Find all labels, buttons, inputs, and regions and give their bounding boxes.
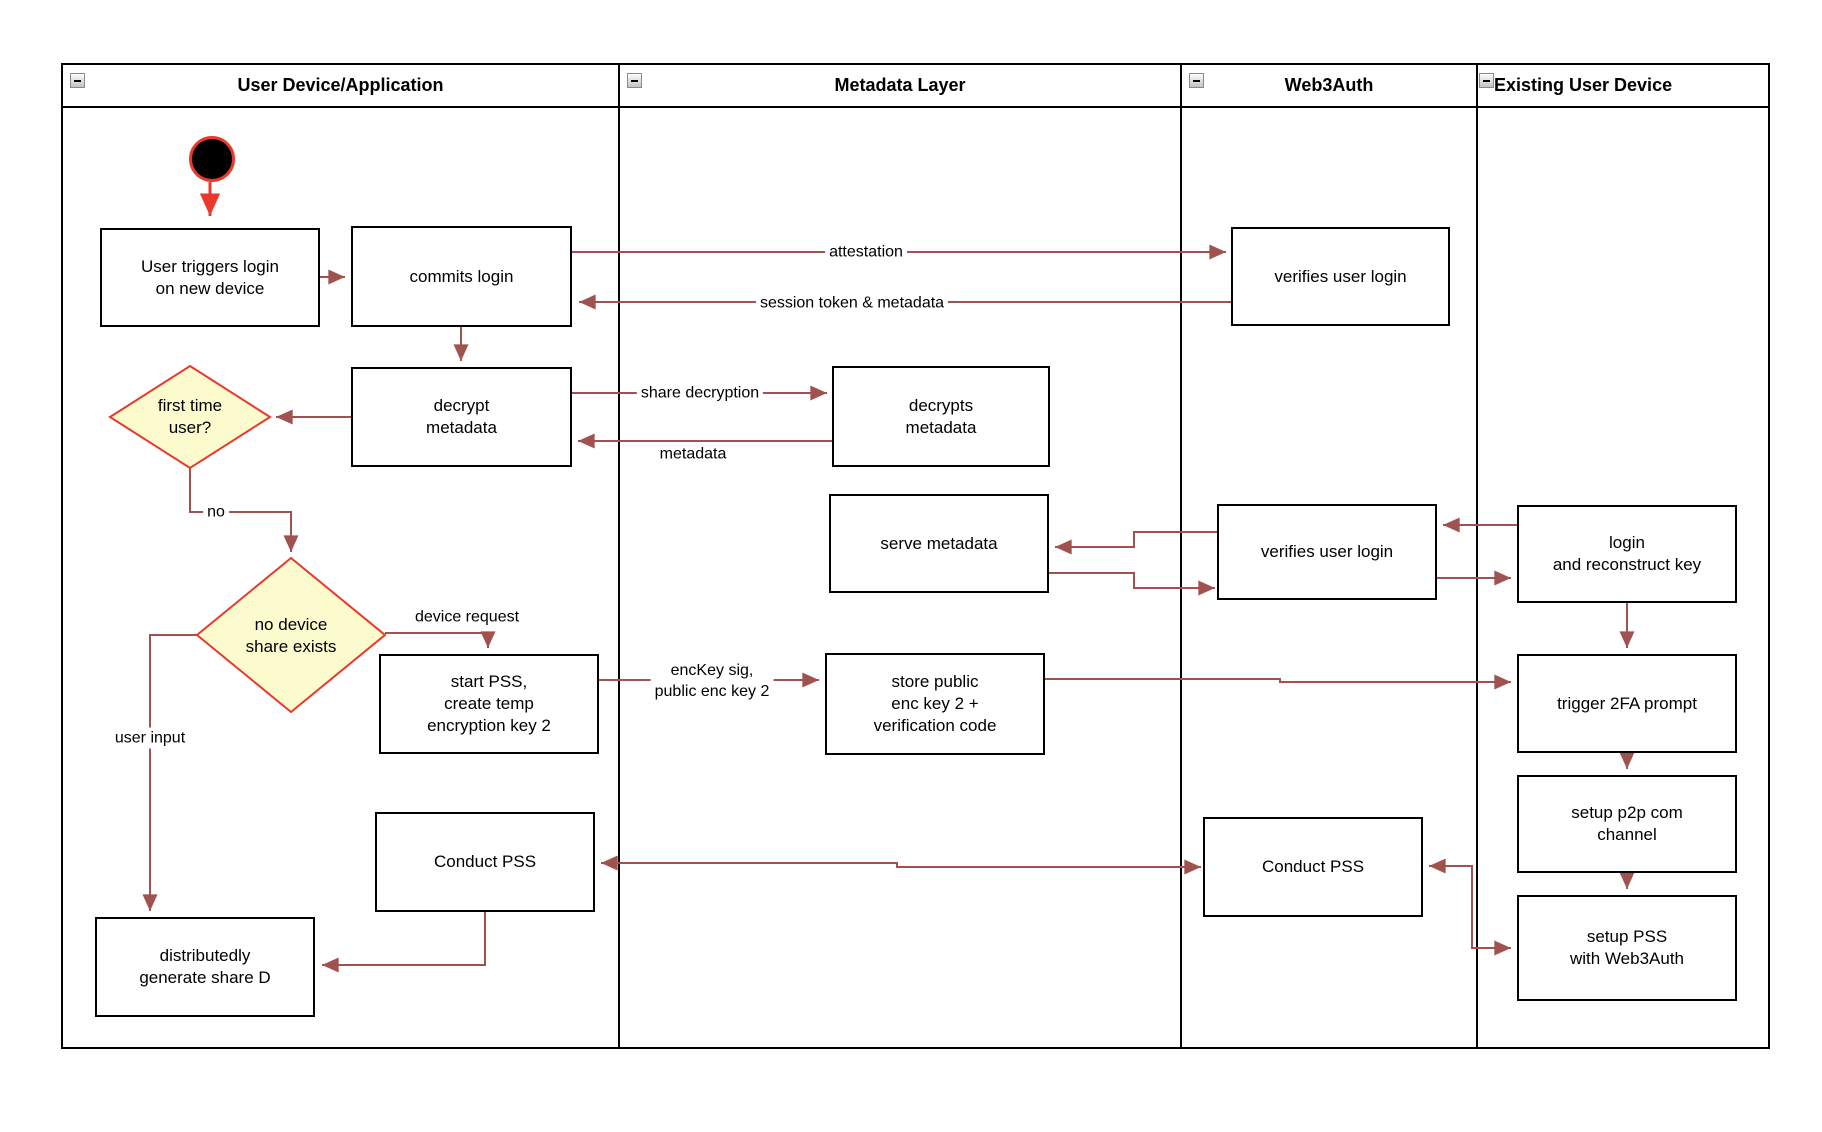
edge-label-no: no (203, 501, 229, 523)
header-divider (61, 106, 1770, 108)
edge-label-share-decryption: share decryption (636, 382, 764, 404)
node-user-triggers-login[interactable]: User triggers login on new device (100, 228, 320, 327)
collapse-icon[interactable] (1189, 73, 1204, 88)
lane-divider-2 (1180, 63, 1182, 1049)
edge-serve-to-verify2 (1049, 572, 1215, 596)
node-decrypts-metadata[interactable]: decrypts metadata (832, 366, 1050, 467)
edge-label-user-input: user input (110, 727, 190, 749)
edge-label-session-token: session token & metadata (755, 292, 949, 314)
edge-label-enckey: encKey sig, public enc key 2 (650, 660, 774, 702)
node-verifies-user-login-2[interactable]: verifies user login (1217, 504, 1437, 600)
node-generate-share-d[interactable]: distributedly generate share D (95, 917, 315, 1017)
edge-label-attestation: attestation (825, 241, 907, 263)
collapse-icon[interactable] (1479, 73, 1494, 88)
edge-no (189, 468, 299, 552)
start-node[interactable] (189, 136, 235, 182)
edge-device-request (385, 631, 496, 648)
edge-conduct-to-shared (322, 912, 486, 973)
decision-no-device-share-label: no device share exists (245, 615, 337, 656)
edge-user-input (142, 634, 197, 911)
lane-divider-3 (1476, 63, 1478, 1049)
lane-divider-1 (618, 63, 620, 1049)
node-verifies-user-login-1[interactable]: verifies user login (1231, 227, 1450, 326)
edge-verify2-to-serve (1055, 531, 1217, 555)
node-conduct-pss-web3auth[interactable]: Conduct PSS (1203, 817, 1423, 917)
node-login-reconstruct-key[interactable]: login and reconstruct key (1517, 505, 1737, 603)
decision-first-time-user[interactable] (108, 364, 272, 470)
pool-frame (61, 63, 1770, 1049)
collapse-icon[interactable] (627, 73, 642, 88)
decision-first-time-user-label: first time user? (157, 396, 223, 437)
lane-header-web3auth[interactable]: Web3Auth (1284, 75, 1374, 95)
collapse-icon[interactable] (70, 73, 85, 88)
edge-conductpss-link (601, 855, 1201, 875)
node-serve-metadata[interactable]: serve metadata (829, 494, 1049, 593)
lane-header-existing-device[interactable]: Existing User Device (1494, 75, 1673, 95)
node-trigger-2fa[interactable]: trigger 2FA prompt (1517, 654, 1737, 753)
node-store-public-enc-key[interactable]: store public enc key 2 + verification co… (825, 653, 1045, 755)
edge-store-to-2fa (1045, 674, 1511, 690)
lane-header-metadata-layer[interactable]: Metadata Layer (834, 75, 966, 95)
lane-header-user-device[interactable]: User Device/Application (237, 75, 444, 95)
edge-label-device-request: device request (414, 608, 520, 626)
edge-setuppss-conduct-link (1429, 858, 1511, 956)
decision-no-device-share[interactable] (195, 556, 387, 714)
node-setup-pss[interactable]: setup PSS with Web3Auth (1517, 895, 1737, 1001)
edge-label-metadata: metadata (659, 445, 727, 463)
node-decrypt-metadata[interactable]: decrypt metadata (351, 367, 572, 467)
node-commits-login[interactable]: commits login (351, 226, 572, 327)
node-conduct-pss-user[interactable]: Conduct PSS (375, 812, 595, 912)
node-setup-p2p[interactable]: setup p2p com channel (1517, 775, 1737, 873)
node-start-pss[interactable]: start PSS, create temp encryption key 2 (379, 654, 599, 754)
